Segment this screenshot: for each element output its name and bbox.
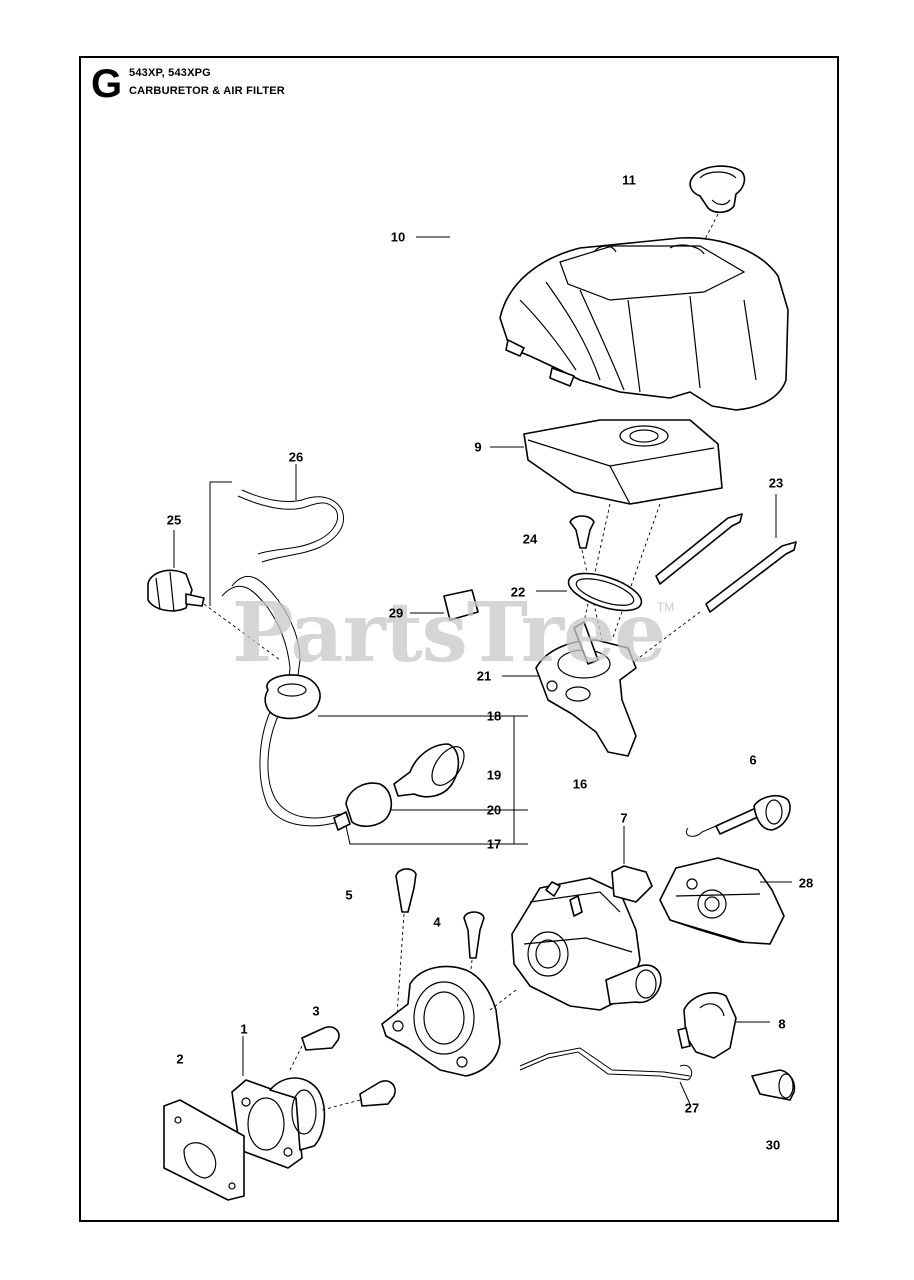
callout-20: 20 <box>486 802 502 818</box>
callout-2: 2 <box>176 1051 184 1067</box>
callout-17: 17 <box>486 836 502 852</box>
part-18-fuel-hose <box>221 575 341 827</box>
callout-27: 27 <box>684 1100 700 1116</box>
callout-28: 28 <box>798 875 814 891</box>
part-28-cover <box>659 857 792 945</box>
callout-11: 11 <box>622 172 636 188</box>
callout-26: 26 <box>288 449 304 465</box>
part-20-weight <box>333 782 393 831</box>
watermark-tm: TM <box>657 600 675 614</box>
callout-6: 6 <box>749 752 757 768</box>
callout-19: 19 <box>486 767 502 783</box>
part-5-screw <box>395 868 417 1031</box>
part-21-intake-adapter <box>502 621 637 757</box>
part-10-cylinder-cover <box>416 236 789 411</box>
part-3-flange <box>381 965 501 1077</box>
callout-22: 22 <box>510 584 526 600</box>
callout-3: 3 <box>312 1003 320 1019</box>
part-6-lever <box>686 794 791 837</box>
bracket-lines <box>209 481 528 845</box>
part-24-screw <box>569 515 603 641</box>
callout-5: 5 <box>345 887 353 903</box>
section-letter: G <box>91 62 123 106</box>
callout-10: 10 <box>390 229 406 245</box>
callout-29: 29 <box>388 605 404 621</box>
part-4-screw <box>463 911 485 1017</box>
part-23-bolts <box>619 494 797 673</box>
callout-23: 23 <box>768 475 784 491</box>
part-1-spacer <box>231 1036 326 1169</box>
part-26-hose <box>237 464 344 563</box>
callout-25: 25 <box>166 512 182 528</box>
model-numbers: 543XP, 543XPG <box>129 67 211 79</box>
part-30-plug <box>751 1069 796 1101</box>
part-22-o-ring <box>536 572 643 612</box>
part-7-bracket <box>611 826 653 903</box>
callout-7: 7 <box>620 810 628 826</box>
diagram-border <box>79 56 839 1222</box>
part-3-screws <box>289 1026 396 1111</box>
part-29-seal <box>410 589 479 621</box>
callout-24: 24 <box>522 531 538 547</box>
section-title: CARBURETOR & AIR FILTER <box>129 85 285 97</box>
callout-8: 8 <box>778 1016 786 1032</box>
part-carburetor <box>489 877 662 1011</box>
part-25-valve <box>147 530 281 661</box>
callout-9: 9 <box>474 439 482 455</box>
callout-4: 4 <box>433 914 441 930</box>
part-8-trigger <box>677 992 770 1059</box>
callout-18: 18 <box>486 708 502 724</box>
part-27-rod <box>519 1047 693 1105</box>
part-2-gasket <box>163 1099 245 1201</box>
callout-30: 30 <box>765 1137 781 1153</box>
part-11-knob <box>677 165 746 293</box>
part-19-fuel-filter <box>393 743 465 798</box>
callout-1: 1 <box>240 1021 248 1037</box>
watermark: PartsTree <box>232 585 666 681</box>
callout-16: 16 <box>572 776 588 792</box>
callout-21: 21 <box>476 668 492 684</box>
part-9-air-filter <box>490 419 723 641</box>
